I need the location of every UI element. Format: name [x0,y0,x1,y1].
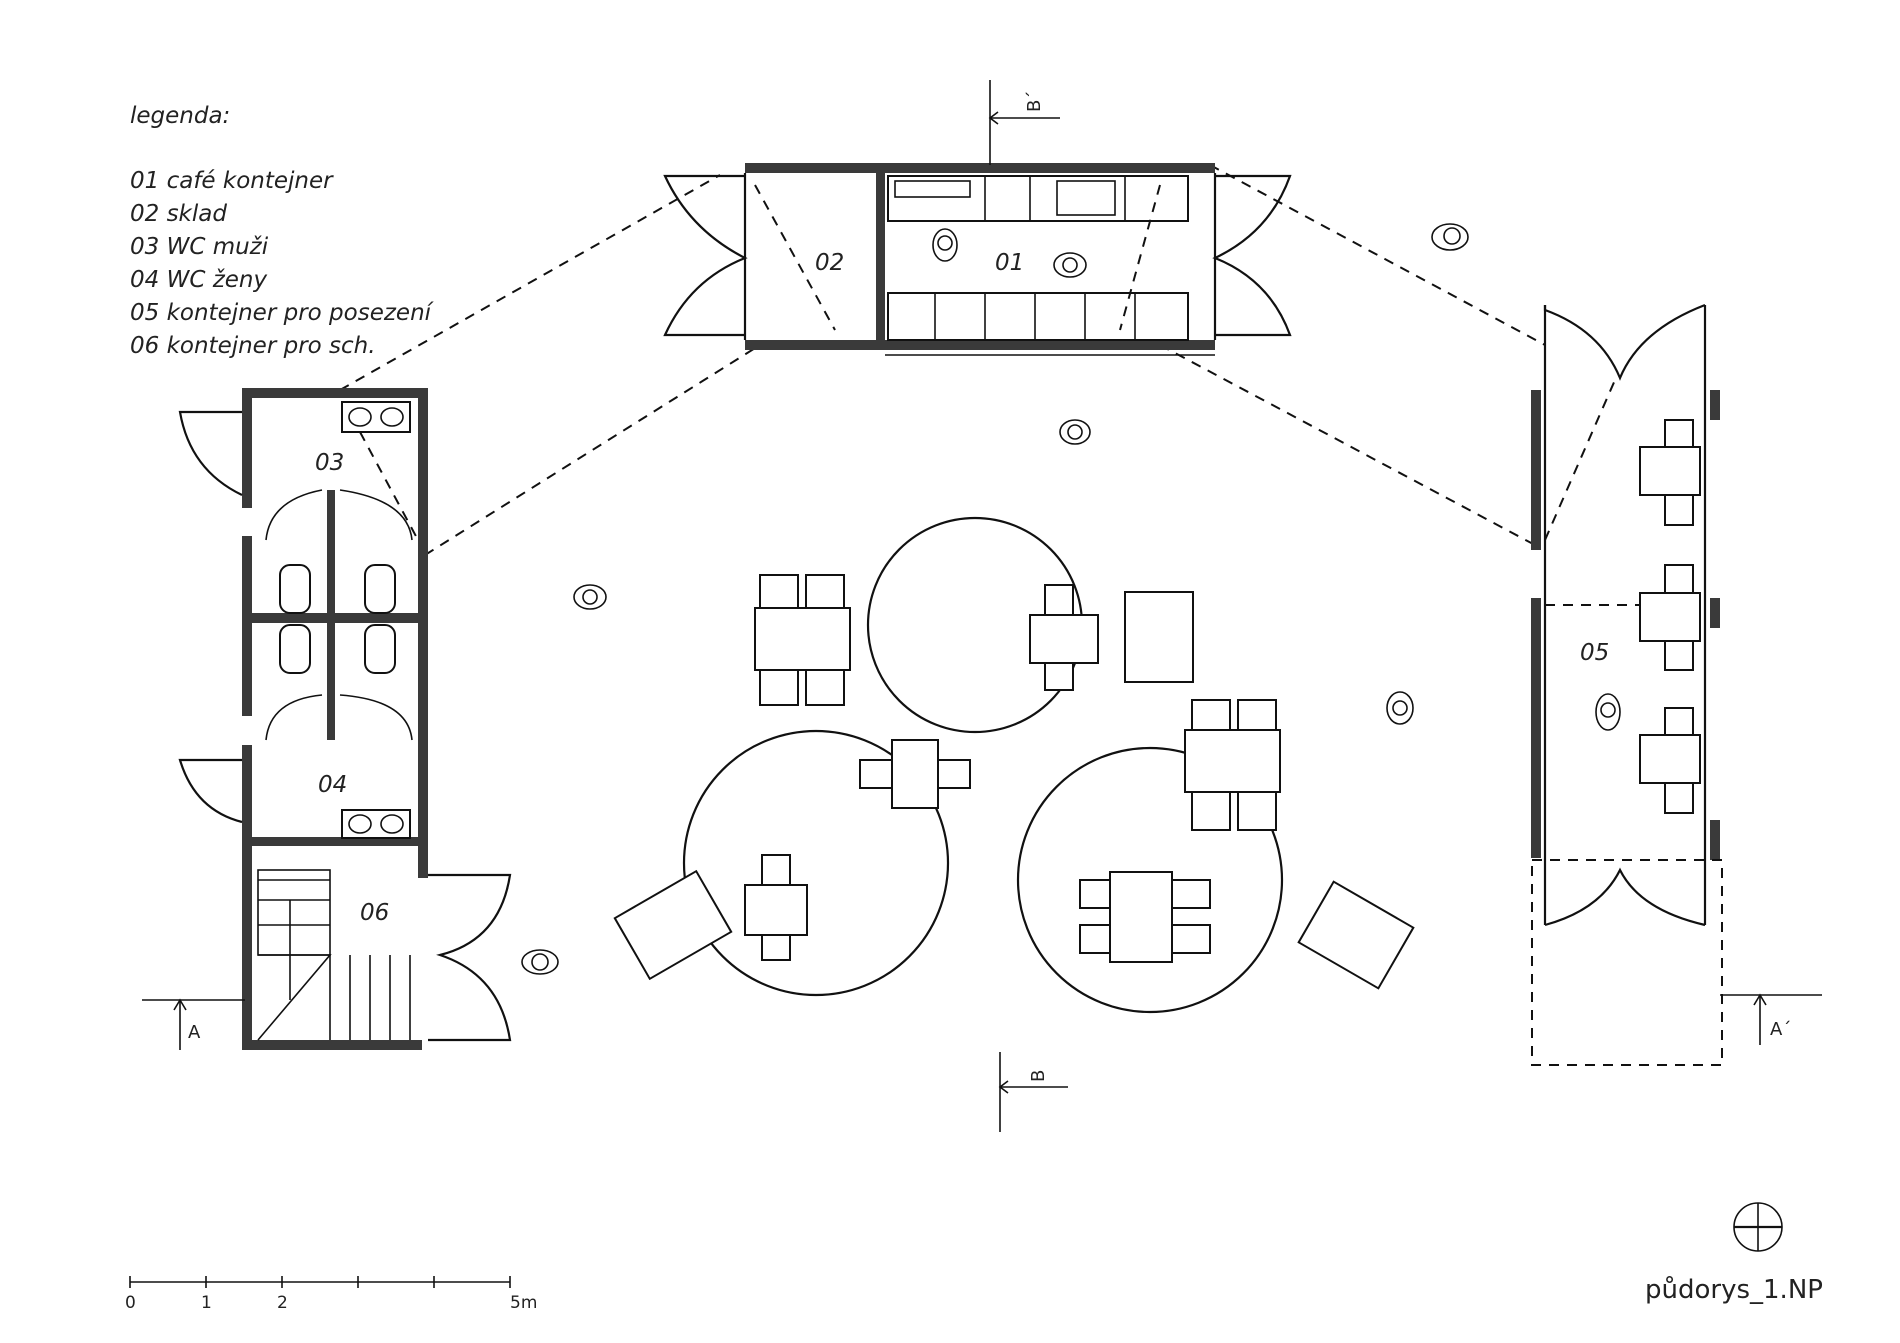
scale-bar: 0 1 2 5m [125,1276,537,1313]
room-label-05: 05 [1580,640,1609,666]
legend-item: 02 sklad [130,201,227,227]
canopy-dashed-lines [339,164,1546,556]
scale-tick-label: 5m [510,1293,537,1313]
section-label: A´ [1770,1019,1791,1040]
section-marker-b-prime: B´ [988,80,1060,165]
north-arrow-icon [1733,1202,1783,1252]
container-seating: 05 [1531,303,1723,1066]
legend-item: 06 kontejner pro sch. [130,333,376,359]
person-figure [521,949,559,975]
section-label: A [188,1022,201,1043]
legend-item: 05 kontejner pro posezení [130,300,435,326]
container-cafe: 02 01 [663,163,1292,356]
room-label-03: 03 [315,450,344,476]
person-figure [573,584,607,610]
room-label-01: 01 [995,250,1024,276]
room-label-06: 06 [360,900,389,926]
legend-item: 03 WC muži [130,234,269,260]
round-pavilions [613,516,1415,1014]
room-label-04: 04 [318,772,347,798]
legend-title: legenda: [130,103,230,129]
scale-tick-label: 2 [277,1293,288,1313]
section-label: B´ [1024,91,1045,112]
plaza-people [521,223,1469,975]
container-wc: 03 04 06 [178,388,512,1050]
person-figure [1595,693,1621,731]
legend-item: 01 café kontejner [130,168,334,194]
person-figure [932,228,958,262]
person-figure [1431,223,1469,251]
room-label-02: 02 [815,250,844,276]
scale-tick-label: 0 [125,1293,136,1313]
section-label: B [1028,1070,1049,1082]
drawing-title: půdorys_1.NP [1645,1275,1823,1305]
person-figure [1053,252,1087,278]
legend: legenda: 01 café kontejner 02 sklad 03 W… [130,103,435,359]
scale-tick-label: 1 [201,1293,212,1313]
legend-item: 04 WC ženy [130,267,267,293]
person-figure [1386,691,1414,725]
section-marker-a-prime: A´ [1720,993,1822,1045]
section-marker-b: B [998,1052,1068,1132]
section-marker-a: A [142,998,245,1050]
person-figure [1059,419,1091,445]
